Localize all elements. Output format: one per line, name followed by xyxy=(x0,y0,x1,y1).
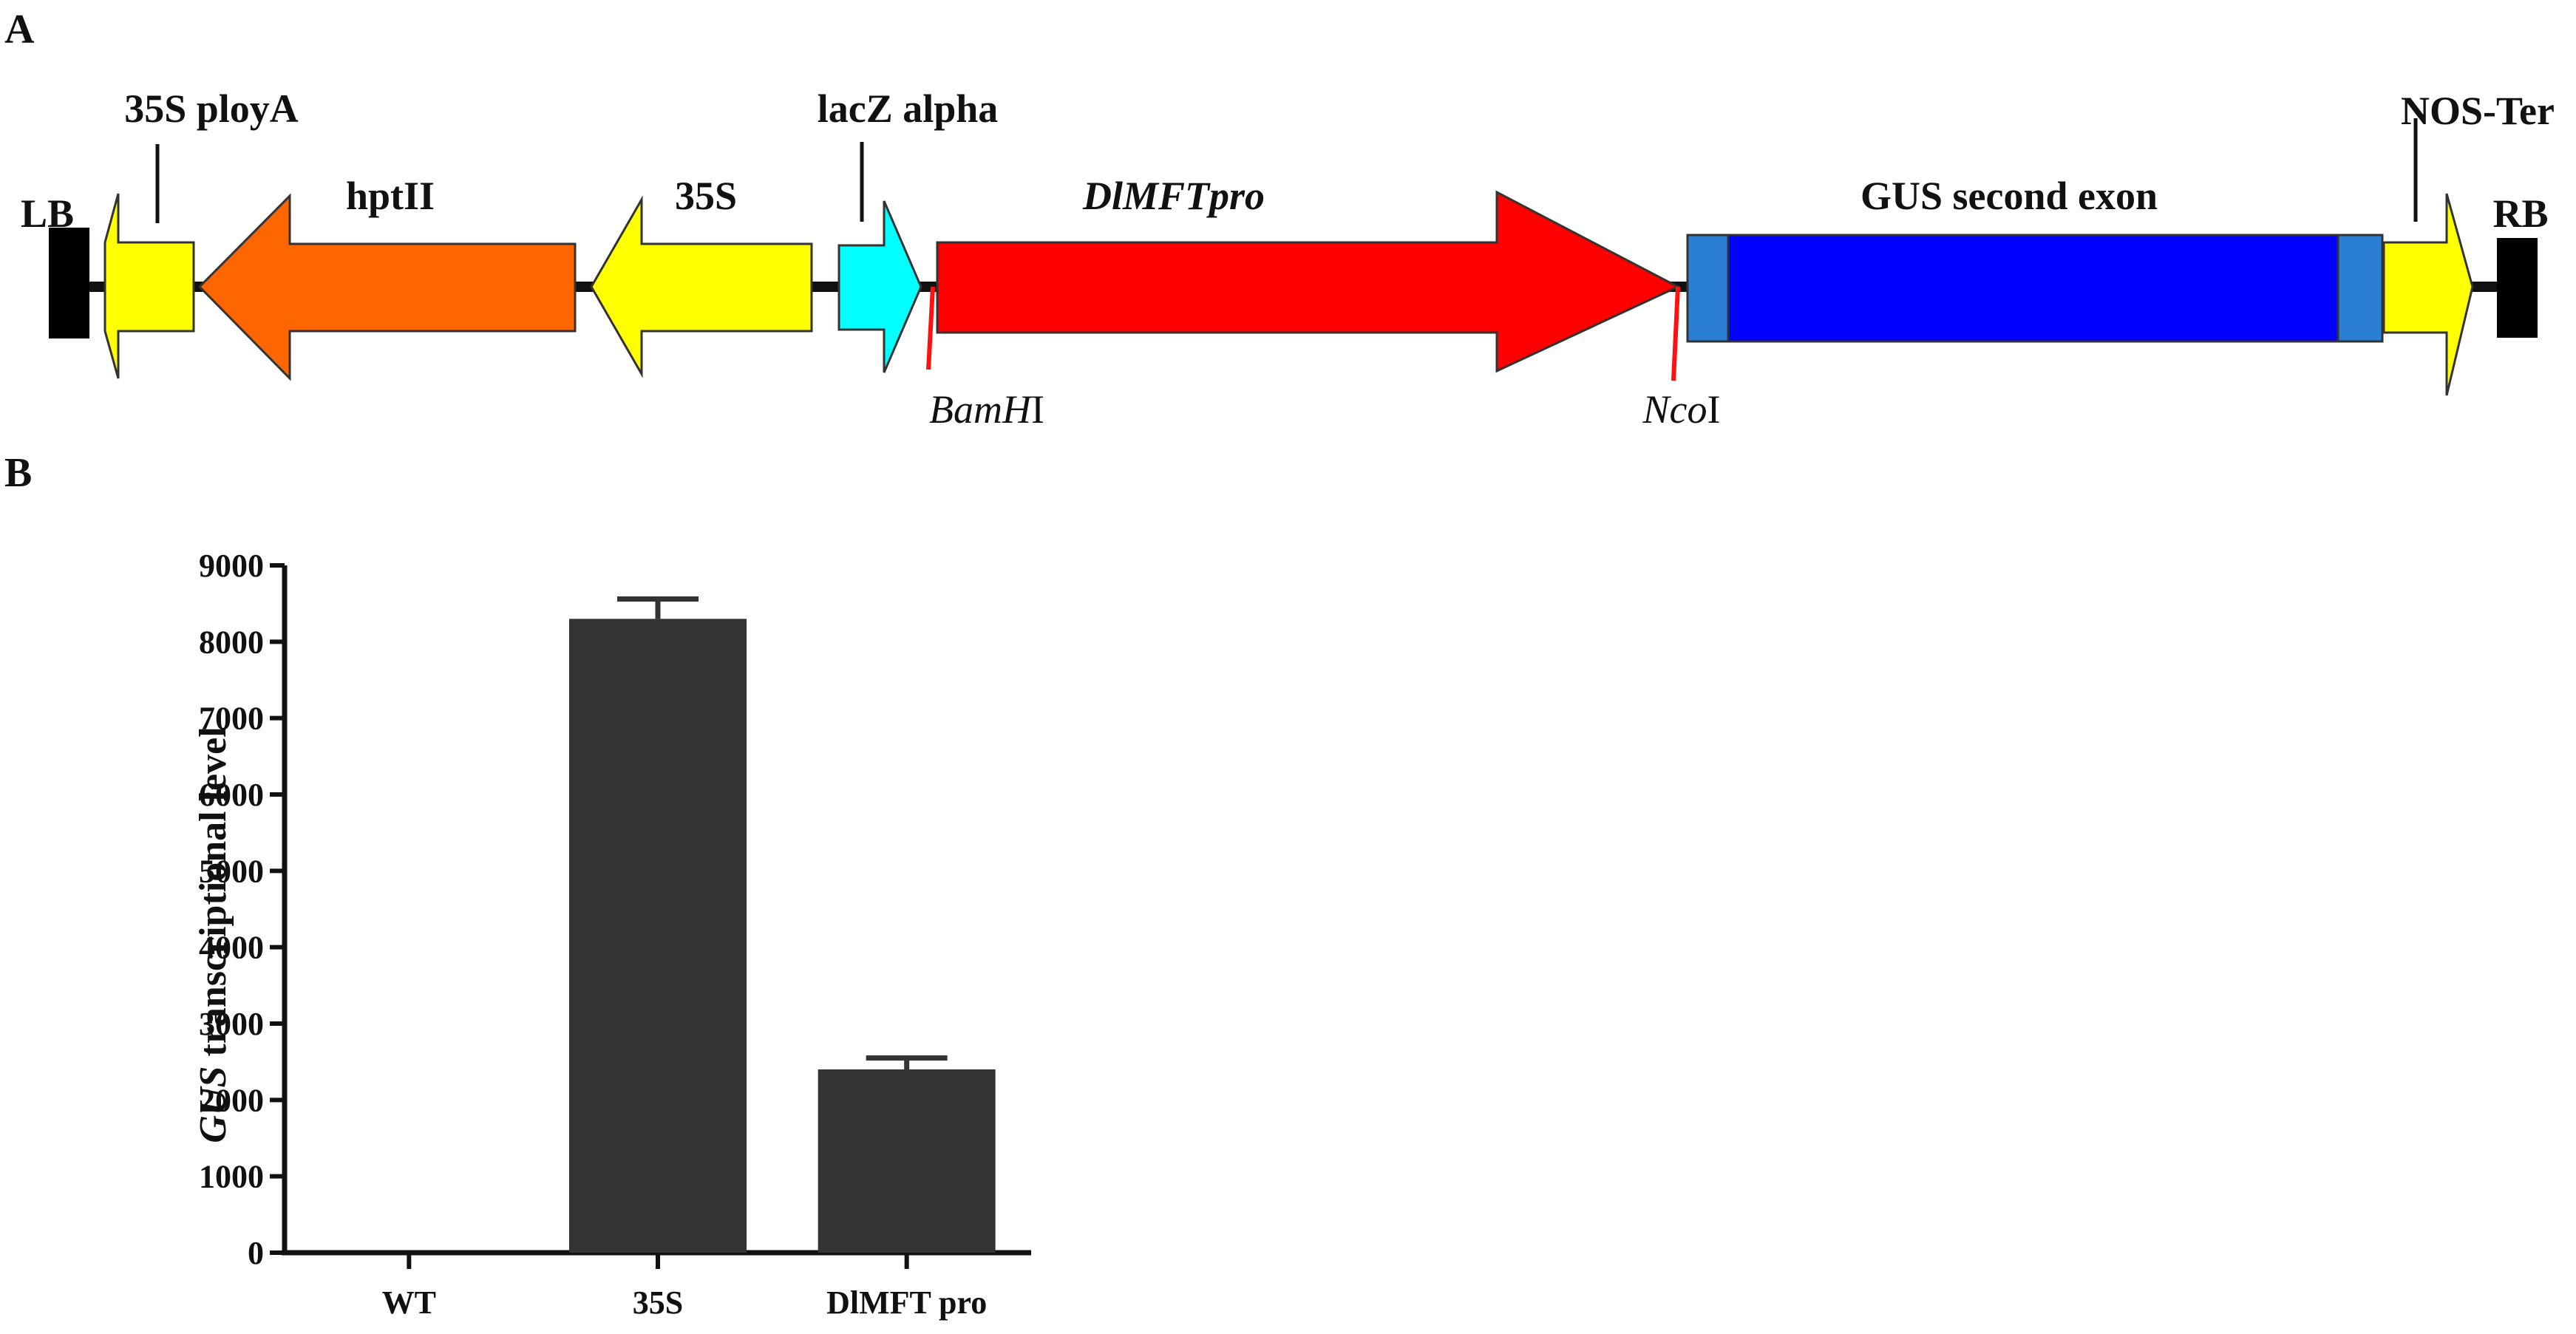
ncoi-label: NcoI xyxy=(1642,387,1721,432)
dlmft-promoter-arrow xyxy=(936,190,1681,373)
ncoi-site-marker xyxy=(1671,286,1680,381)
y-tick-label: 4000 xyxy=(199,930,264,966)
polya-label: 35S ployA xyxy=(124,86,299,131)
hptii-arrow xyxy=(197,193,577,381)
gus-label: GUS second exon xyxy=(1860,174,2158,218)
x-tick-label: WT xyxy=(382,1284,436,1321)
panel-a-label: A xyxy=(4,7,35,52)
y-tick-label: 0 xyxy=(248,1235,264,1271)
y-tick-label: 3000 xyxy=(199,1006,264,1042)
polya-arrow xyxy=(103,193,195,379)
bar xyxy=(569,619,747,1253)
y-tick-label: 9000 xyxy=(199,548,264,584)
x-tick-label: 35S xyxy=(633,1284,683,1321)
right-border-block xyxy=(2497,238,2538,338)
y-tick-label: 2000 xyxy=(199,1082,264,1118)
promoter-35s-label: 35S xyxy=(675,174,737,218)
lacz-label: lacZ alpha xyxy=(818,86,999,131)
gus-second-exon-block xyxy=(1727,234,2339,343)
y-axis-label-italic: GUS xyxy=(192,1066,234,1143)
ncoi-label-italic: Nco xyxy=(1642,387,1707,432)
y-tick-label: 1000 xyxy=(199,1159,264,1195)
gus-exon-cap-right xyxy=(2337,234,2384,343)
dlmft-label: DlMFTpro xyxy=(1082,174,1265,218)
ncoi-label-plain: I xyxy=(1707,387,1721,432)
hptii-label: hptII xyxy=(346,174,435,218)
bamhi-site-marker xyxy=(926,286,935,370)
bamhi-label: BamHI xyxy=(929,387,1044,432)
y-tick-label: 5000 xyxy=(199,853,264,889)
nos-terminator-arrow xyxy=(2382,193,2474,396)
bar-chart: GUS transcriptional level 0 1000 2000 3000 4… xyxy=(192,548,1031,1321)
bar xyxy=(818,1069,996,1253)
gus-exon-cap-left xyxy=(1686,234,1730,343)
bamhi-label-plain: I xyxy=(1031,387,1044,432)
promoter-35s-arrow xyxy=(590,195,813,378)
left-border-block xyxy=(49,228,89,338)
x-tick-label: DlMFT pro xyxy=(826,1284,987,1321)
lacz-arrow xyxy=(837,200,922,373)
lb-label: LB xyxy=(21,191,74,236)
y-axis-label: GUS transcriptional level xyxy=(192,726,234,1143)
nos-label: NOS-Ter xyxy=(2401,89,2555,133)
bamhi-label-italic: BamH xyxy=(929,387,1033,432)
y-tick-label: 7000 xyxy=(199,701,264,737)
y-tick-label: 8000 xyxy=(199,624,264,660)
y-tick-label: 6000 xyxy=(199,777,264,813)
panel-b-label: B xyxy=(4,450,32,496)
construct-diagram: LB RB 35S ployA hptII 35S lacZ alpha DlM… xyxy=(21,86,2555,432)
y-axis-label-rest: transcriptional level xyxy=(192,726,234,1066)
rb-label: RB xyxy=(2492,191,2548,236)
